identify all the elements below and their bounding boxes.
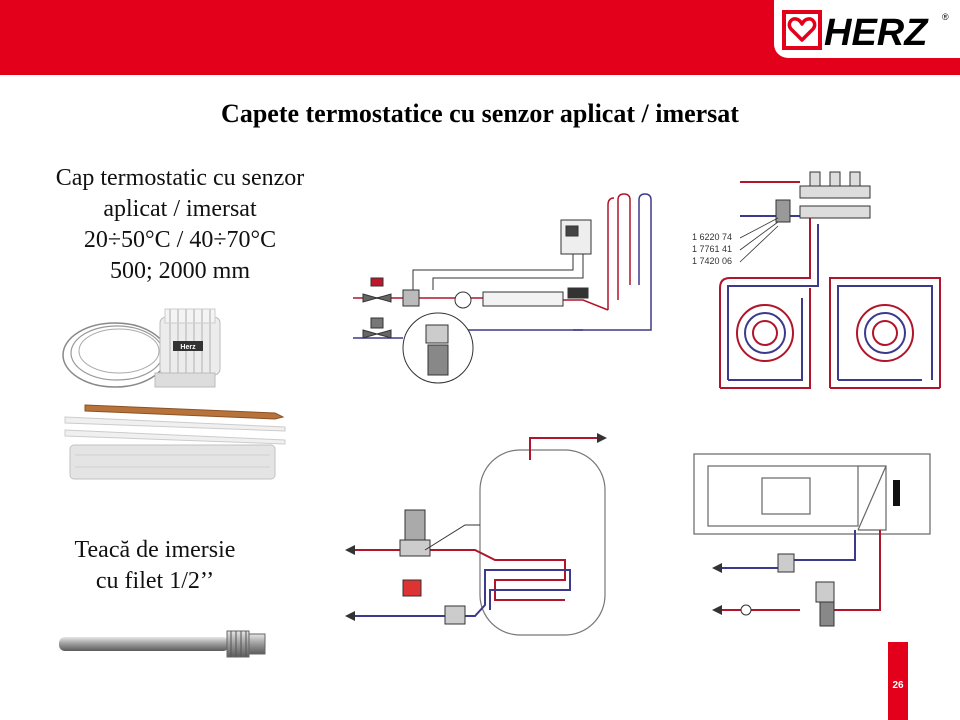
page-title: Capete termostatice cu senzor aplicat / … (221, 99, 739, 128)
immersion-sleeve-photo (59, 630, 266, 658)
description-line: 20÷50°C / 40÷70°C (83, 227, 277, 253)
registered-mark: ® (942, 12, 949, 22)
underfloor-heating-diagram: 1 6220 74 1 7761 41 1 7420 06 (692, 171, 941, 389)
part-number: 1 7420 06 (692, 256, 732, 266)
sleeve-line: cu filet 1/2’’ (95, 568, 215, 594)
page-number: 26 (892, 680, 904, 691)
header-bar: HERZ ® (0, 0, 960, 75)
sleeve-line: Teacă de imersie (74, 537, 236, 563)
fancoil-circuit-diagram (693, 453, 931, 627)
product-description: Cap termostatic cu senzor aplicat / imer… (20, 163, 340, 287)
thermostatic-head-photo: Herz (62, 308, 286, 480)
page-number-bar (888, 642, 908, 720)
logo-text: HERZ (824, 12, 929, 52)
description-line: aplicat / imersat (103, 196, 257, 222)
head-brand-label: Herz (180, 344, 196, 351)
storage-tank-diagram (345, 433, 607, 636)
description-line: 500; 2000 mm (109, 258, 250, 284)
immersion-sleeve-caption: Teacă de imersie cu filet 1/2’’ (20, 535, 290, 597)
description-line: Cap termostatic cu senzor (55, 165, 305, 191)
heart-icon: HERZ ® (782, 10, 949, 52)
part-number: 1 7761 41 (692, 244, 732, 254)
mixing-circuit-diagram (353, 193, 652, 384)
brand-logo: HERZ ® (774, 0, 960, 58)
part-number: 1 6220 74 (692, 232, 732, 242)
sensor-block (893, 480, 900, 506)
